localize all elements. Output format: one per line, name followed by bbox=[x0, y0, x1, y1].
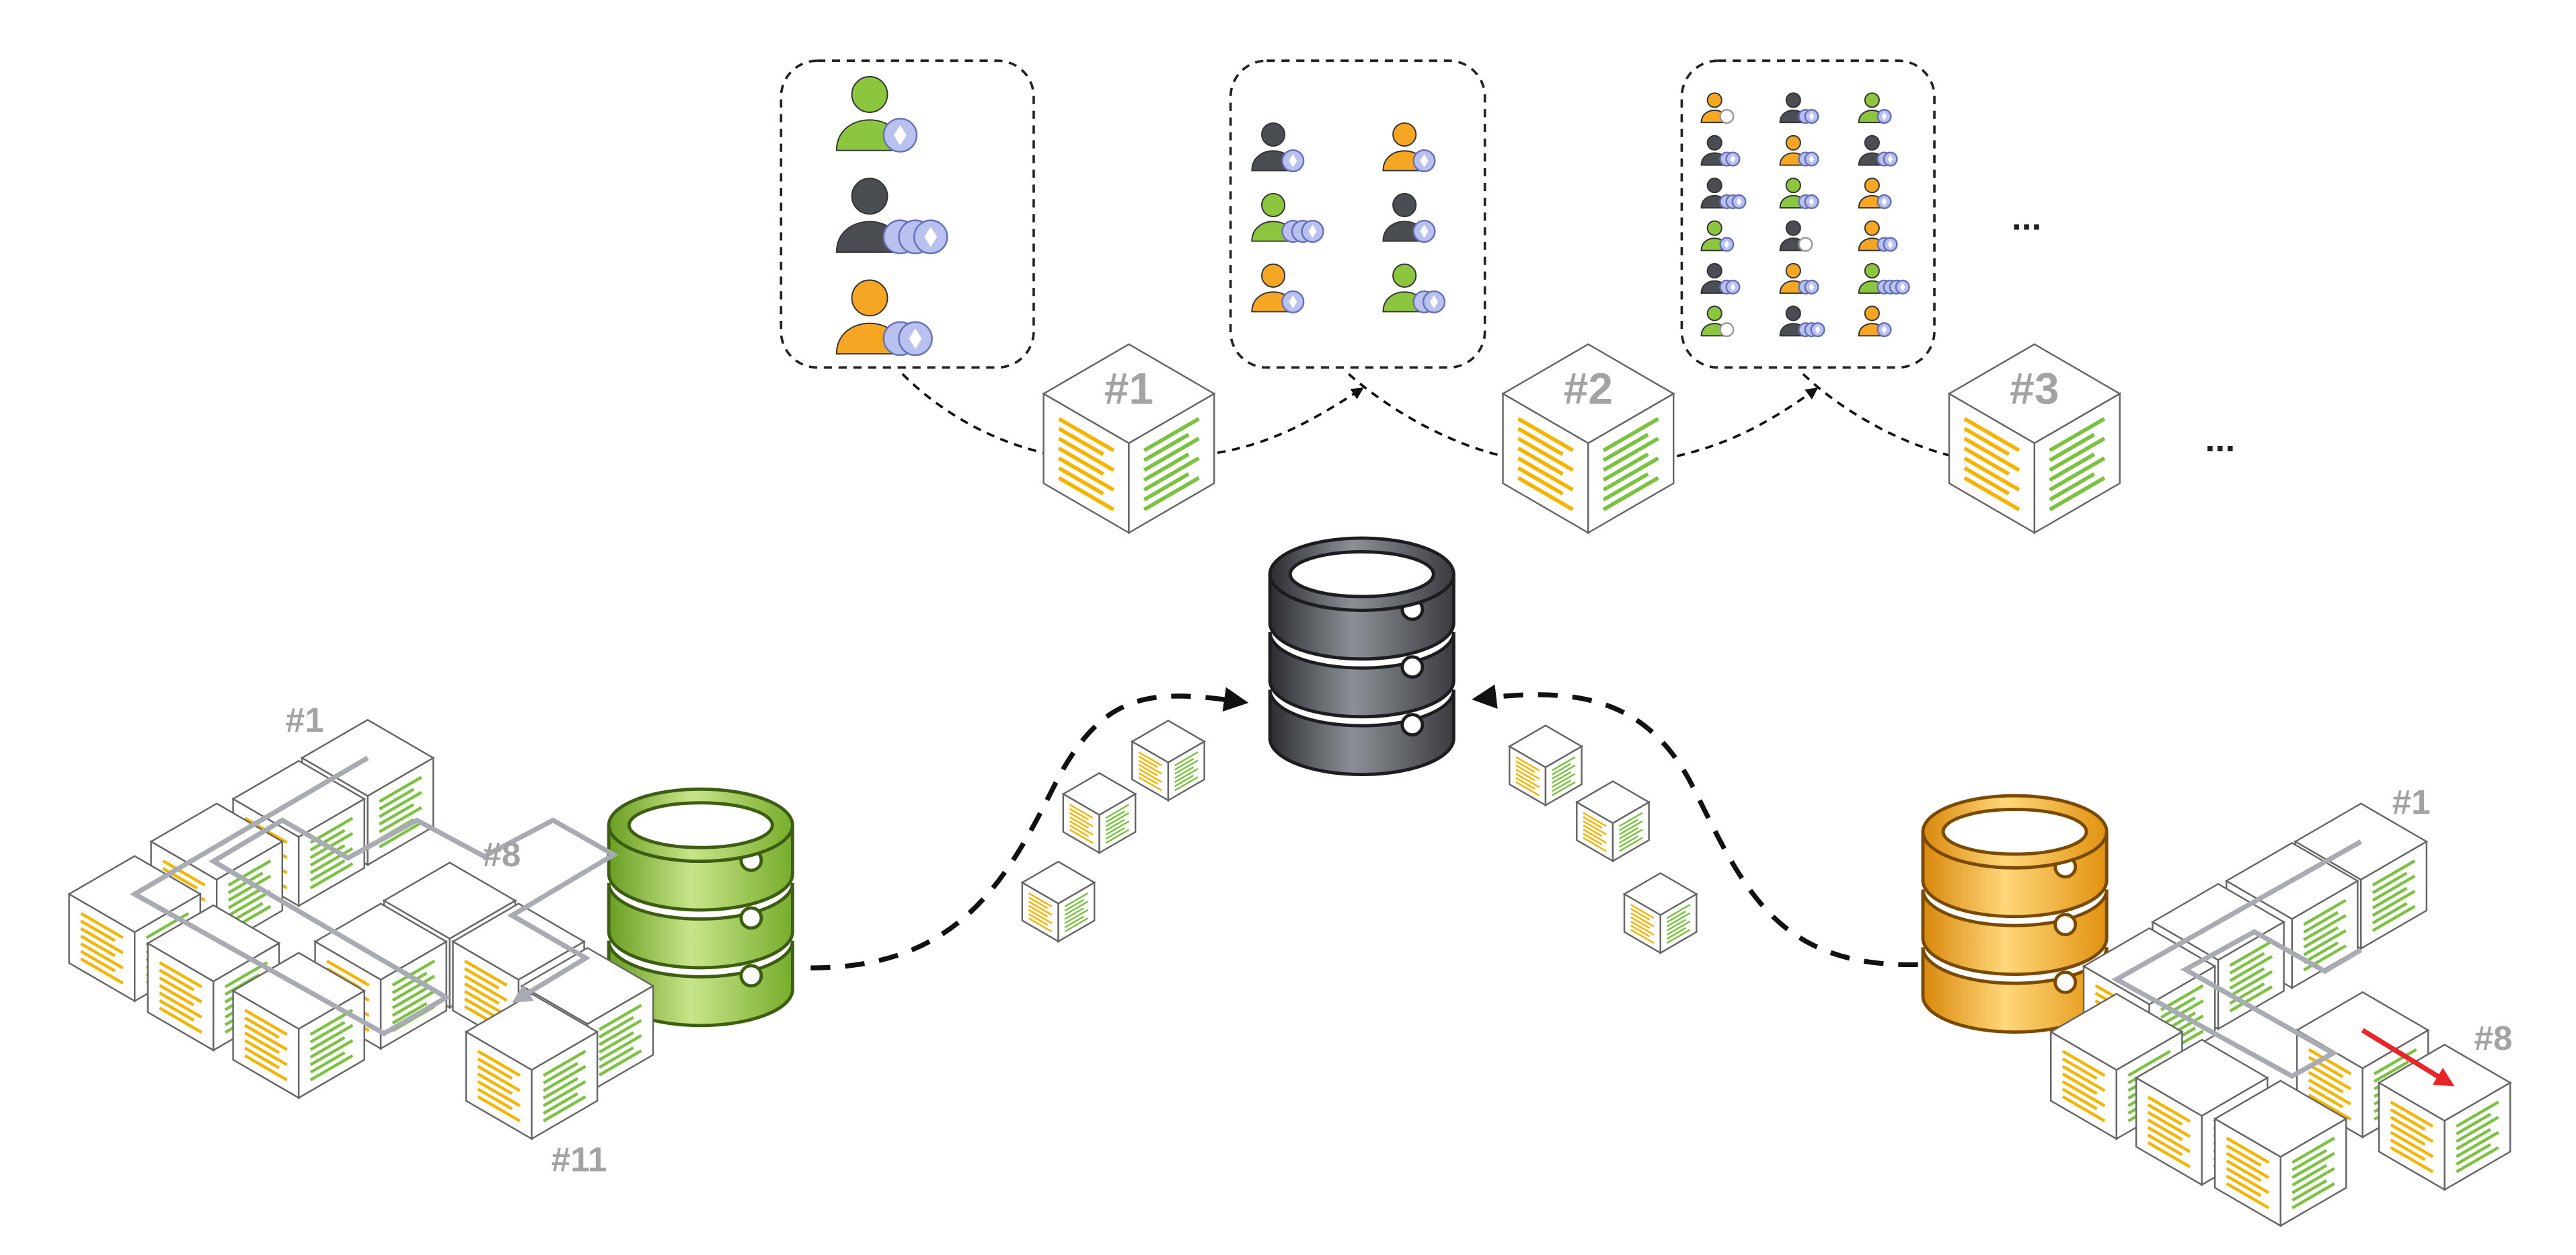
tx-pool-2 bbox=[1229, 59, 1486, 369]
pool3-user-13 bbox=[1700, 263, 1741, 295]
block-2-label: #2 bbox=[1564, 364, 1613, 414]
pool3-user-15 bbox=[1858, 263, 1910, 295]
ellipsis-pools: ... bbox=[2012, 197, 2042, 237]
shard-b-chain bbox=[2049, 802, 2512, 1227]
pool2-user-6 bbox=[1382, 263, 1446, 313]
pool3-user-9 bbox=[1858, 178, 1892, 209]
link-pool1-block1 bbox=[901, 373, 1044, 455]
shard-a-start-label: #1 bbox=[286, 701, 324, 739]
shard-a-chain bbox=[67, 718, 655, 1141]
pool1-user-3 bbox=[835, 279, 933, 356]
pool-block-links bbox=[901, 373, 1953, 457]
shard-b-end-label: #8 bbox=[2474, 1019, 2513, 1057]
cross-shard-block-5 bbox=[1575, 780, 1651, 863]
pool3-user-7 bbox=[1700, 178, 1747, 209]
link-block2-pool3 bbox=[1676, 387, 1819, 457]
cross-shard-block-6 bbox=[1622, 872, 1698, 954]
tx-pool-1 bbox=[780, 59, 1035, 369]
pool3-user-18 bbox=[1858, 305, 1892, 338]
cross-shard-block-2 bbox=[1061, 772, 1137, 855]
pool3-user-16 bbox=[1700, 305, 1735, 338]
shard-a-block-11 bbox=[464, 993, 599, 1141]
top-chain-blocks: #1 #2 #3 bbox=[1042, 343, 2122, 535]
tx-pools bbox=[780, 59, 1936, 369]
pool2-user-3 bbox=[1251, 192, 1324, 243]
pool2-user-1 bbox=[1251, 122, 1305, 173]
pool3-user-14 bbox=[1779, 263, 1819, 295]
pool1-user-1 bbox=[835, 76, 918, 153]
pool1-user-2 bbox=[835, 178, 948, 255]
link-pool2-block2 bbox=[1348, 373, 1503, 457]
arrow-shard-a-to-main bbox=[810, 687, 1249, 971]
pool3-user-11 bbox=[1779, 220, 1813, 252]
shard-a-block-10 bbox=[231, 952, 367, 1100]
cross-shard-blocks bbox=[1020, 719, 1698, 954]
shard-b-fork-arrow bbox=[2361, 1028, 2455, 1087]
shard-a-end-label: #11 bbox=[552, 1141, 607, 1179]
cross-shard-block-3 bbox=[1020, 860, 1096, 943]
pool3-user-10 bbox=[1700, 220, 1735, 252]
shard-b-start-label: #1 bbox=[2392, 783, 2431, 821]
pool2-user-5 bbox=[1251, 263, 1305, 313]
pool3-user-1 bbox=[1700, 92, 1735, 124]
shard-a-path bbox=[129, 755, 619, 1036]
block-3-label: #3 bbox=[2010, 364, 2059, 414]
pool3-user-17 bbox=[1779, 305, 1825, 338]
link-pool3-block3 bbox=[1802, 373, 1953, 457]
shard-b-path bbox=[2111, 839, 2363, 1079]
shard-a-mid-label: #8 bbox=[482, 835, 521, 874]
block-1: #1 bbox=[1042, 343, 1216, 535]
shard-b-database-icon bbox=[1921, 794, 2109, 1034]
pool3-user-6 bbox=[1858, 135, 1898, 167]
shard-b-block-9 bbox=[2213, 1079, 2348, 1227]
pool2-user-2 bbox=[1382, 122, 1436, 173]
shard-b-block-8 bbox=[2377, 1043, 2512, 1192]
pool-users bbox=[835, 76, 1910, 356]
pool2-user-4 bbox=[1382, 192, 1436, 243]
ellipsis-blocks: ... bbox=[2205, 419, 2236, 459]
pool3-user-5 bbox=[1779, 135, 1819, 167]
pool3-user-4 bbox=[1700, 135, 1741, 167]
main-chain-database-icon bbox=[1268, 536, 1455, 776]
pool3-user-2 bbox=[1779, 92, 1819, 124]
pool3-user-12 bbox=[1858, 220, 1898, 252]
tx-pool-3 bbox=[1680, 59, 1936, 369]
cross-shard-block-1 bbox=[1130, 719, 1207, 802]
arrow-shard-b-to-main bbox=[1472, 684, 1918, 967]
block-3: #3 bbox=[1947, 343, 2122, 535]
block-1-label: #1 bbox=[1104, 364, 1153, 414]
shard-a-database-icon bbox=[607, 787, 794, 1028]
cross-shard-block-4 bbox=[1507, 724, 1584, 807]
pool3-user-3 bbox=[1858, 92, 1892, 124]
pool3-user-8 bbox=[1779, 178, 1819, 209]
link-block1-pool2 bbox=[1217, 387, 1364, 455]
block-2: #2 bbox=[1501, 343, 1675, 535]
shard-sync-arrows bbox=[810, 684, 1918, 971]
